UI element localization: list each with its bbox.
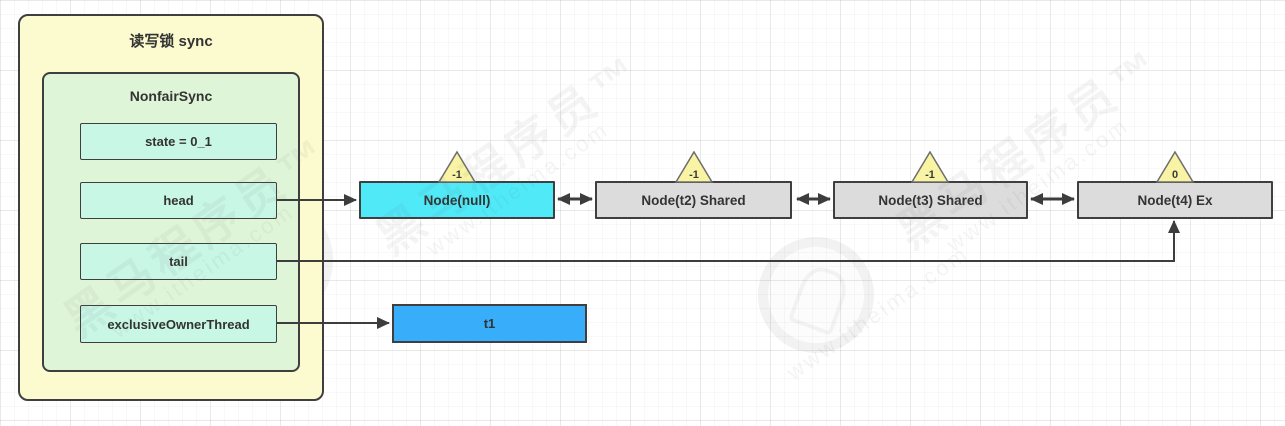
thread-t1-box: t1 <box>392 304 587 343</box>
node-t3-shared: Node(t3) Shared <box>833 181 1028 219</box>
watermark-url: www.itheima.com <box>782 240 974 385</box>
nonfairsync-title: NonfairSync <box>129 88 213 104</box>
node-t4-ex: Node(t4) Ex <box>1077 181 1273 219</box>
field-tail: tail <box>80 243 277 280</box>
watermark-brand: 黑马程序员™ <box>367 42 653 265</box>
field-state: state = 0_1 <box>80 123 277 160</box>
wait-status-value: -1 <box>925 169 935 181</box>
triangle-icon <box>674 150 714 183</box>
wait-status-value: -1 <box>689 169 699 181</box>
triangle-icon <box>910 150 950 183</box>
triangle-icon <box>1155 150 1195 183</box>
watermark-brand: 黑马程序员™ <box>887 36 1173 259</box>
wait-status-badge-node-t3: -1 <box>910 150 950 184</box>
field-head: head <box>80 182 277 219</box>
node-null: Node(null) <box>359 181 555 219</box>
wait-status-badge-node-null: -1 <box>437 150 477 184</box>
node-t2-shared: Node(t2) Shared <box>595 181 792 219</box>
sync-container-title: 读写锁 sync <box>129 33 213 50</box>
tail-arrow <box>277 220 1180 262</box>
wait-status-value: 0 <box>1171 169 1179 181</box>
wait-status-badge-node-t2: -1 <box>674 150 714 184</box>
triangle-icon <box>437 150 477 183</box>
field-exclusive-owner-thread: exclusiveOwnerThread <box>80 305 277 343</box>
watermark-logo-circle <box>758 237 874 353</box>
wait-status-badge-node-t4: 0 <box>1155 150 1195 184</box>
wait-status-value: -1 <box>452 169 462 181</box>
